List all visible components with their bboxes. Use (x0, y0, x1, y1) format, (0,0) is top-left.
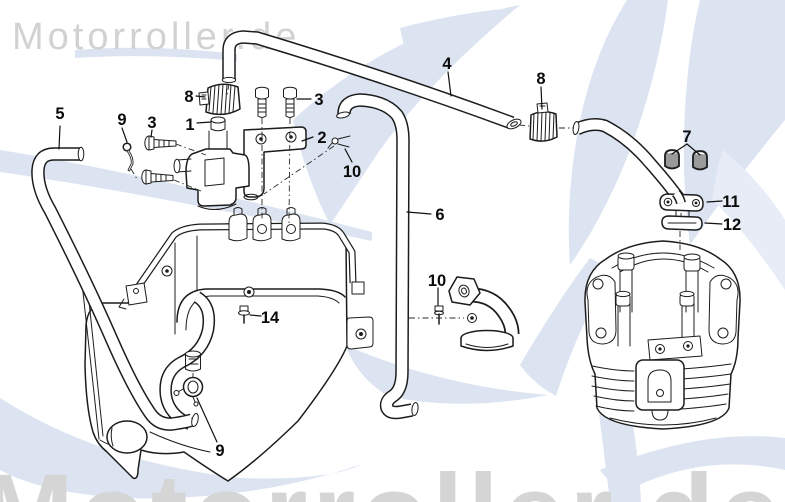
hose-clamp-8-left (198, 83, 241, 116)
drain-plug-9 (173, 350, 204, 407)
vacuum-valve-1 (173, 116, 250, 210)
gasket-12 (661, 215, 703, 231)
leader-lines (58, 71, 723, 443)
rail-clamp (281, 207, 301, 242)
callout-10-clip-lower: 10 (428, 272, 446, 290)
vent-hose-5 (31, 146, 199, 431)
valve-bracket-2 (243, 126, 307, 201)
callout-4-hose: 4 (442, 55, 452, 73)
callout-2-bracket: 2 (317, 129, 326, 147)
rail-clamp (252, 207, 272, 242)
cotter-pin-9 (122, 142, 134, 172)
head-stud (683, 253, 701, 313)
screw-14 (238, 305, 250, 324)
callout-8-clamp-right: 8 (536, 70, 545, 88)
callout-14-screw: 14 (261, 309, 280, 327)
head-stud (615, 290, 631, 347)
callout-9-plug: 9 (215, 442, 224, 460)
breather-flange-11 (659, 189, 704, 217)
construction-lines (130, 83, 682, 319)
callout-8-clamp-left: 8 (184, 88, 193, 106)
callout-9-pin: 9 (117, 111, 126, 129)
head-stud (617, 252, 635, 313)
head-stud (679, 290, 695, 347)
storage-tank (81, 207, 374, 482)
hose-6 (336, 93, 419, 420)
callout-12-gasket: 12 (723, 216, 741, 234)
callout-10-clip-upper: 10 (343, 163, 361, 181)
callout-1-valve: 1 (185, 116, 194, 134)
rail-clamp (228, 207, 248, 242)
callout-5-hose: 5 (55, 105, 64, 123)
clip-10-upper (327, 135, 351, 149)
hex-bolt-3-left-upper (144, 135, 177, 151)
clip-10-lower (434, 305, 444, 325)
hex-bolt-3-left-lower (141, 169, 174, 185)
cap-nut-7-left (664, 149, 680, 170)
callout-3-bolt-top: 3 (314, 91, 323, 109)
cylinder-head (584, 240, 741, 430)
breather-hose-4 (221, 30, 522, 130)
callout-3-bolt-left: 3 (147, 114, 156, 132)
callout-11-flange: 11 (722, 193, 739, 211)
hex-bolt-3-top-right (283, 86, 297, 118)
hex-bolt-3-top-left (255, 86, 269, 118)
cap-nut-7-right (692, 150, 708, 171)
intake-elbow (448, 276, 520, 352)
callouts: 5 9 3 1 8 3 2 10 4 8 6 10 7 11 12 14 9 (55, 55, 741, 460)
hose-clamp-8-right (529, 102, 558, 142)
callout-7-nuts: 7 (682, 128, 691, 146)
callout-6-hose: 6 (435, 206, 444, 224)
